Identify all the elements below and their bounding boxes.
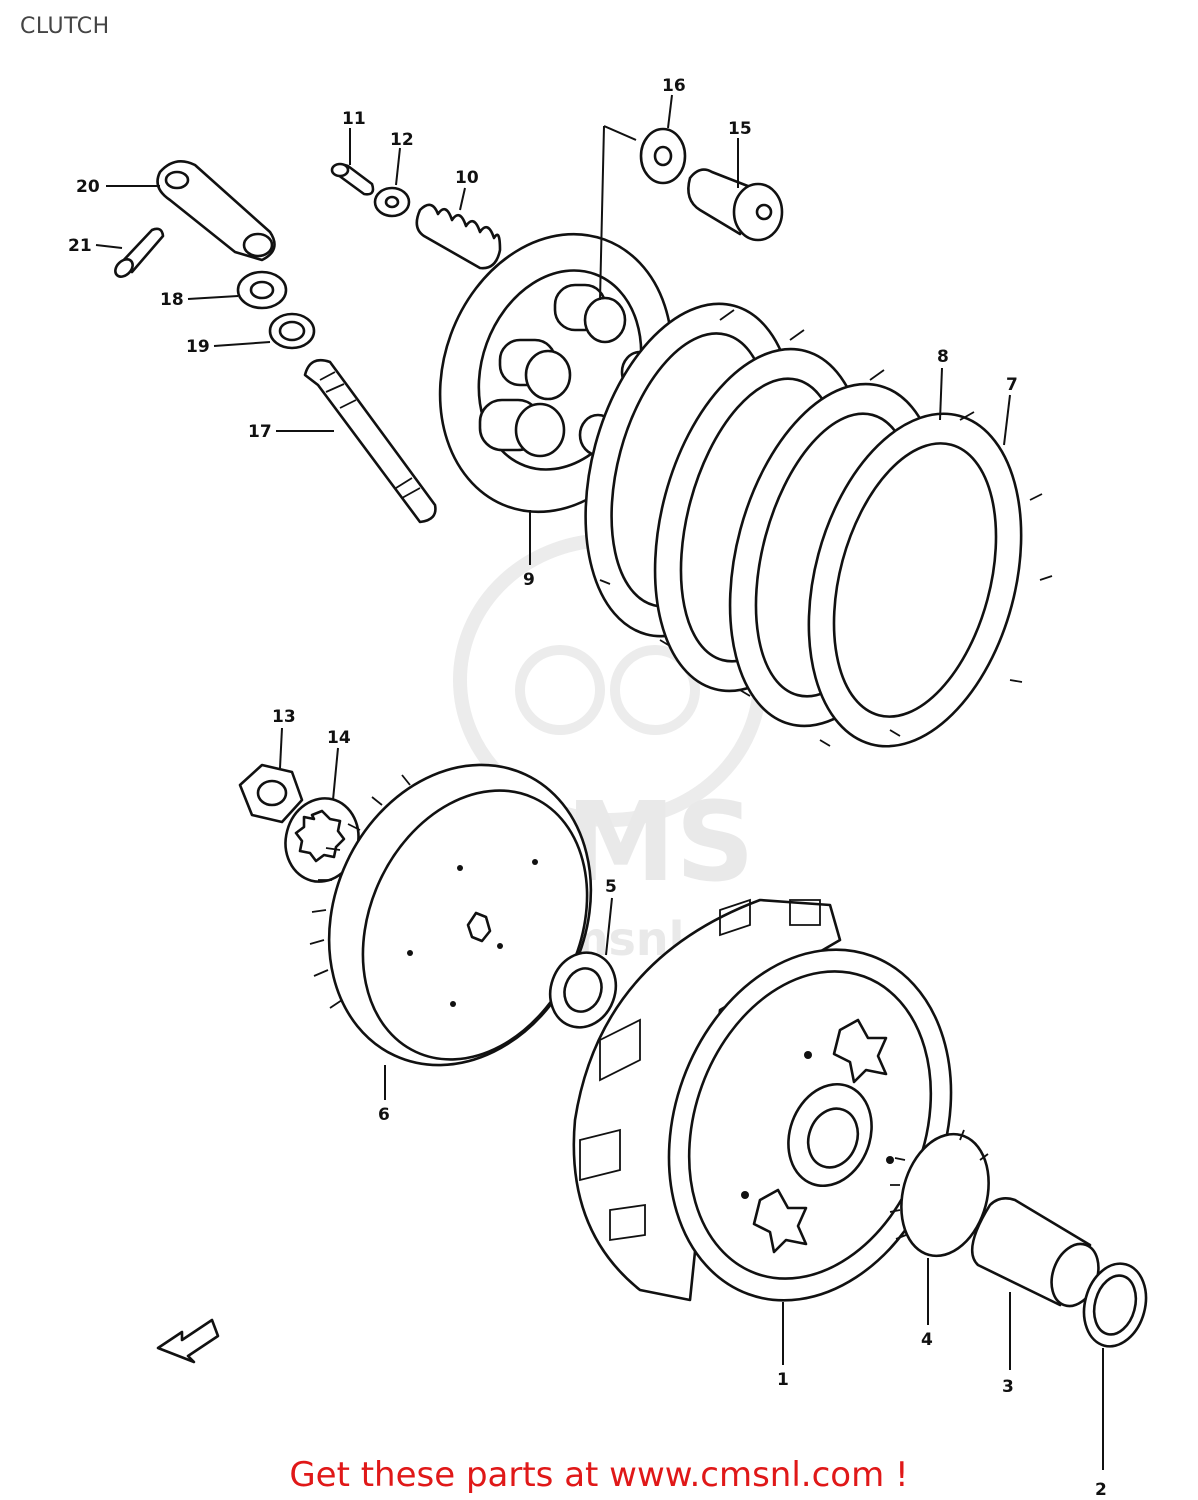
callout-7: 7 [1006, 375, 1018, 395]
part-12-washer [373, 186, 411, 218]
callout-1: 1 [777, 1370, 789, 1390]
callout-12: 12 [390, 130, 414, 150]
callout-13: 13 [272, 707, 296, 727]
part-11-bolt [330, 162, 375, 196]
part-19-ring [268, 312, 316, 350]
part-4-gear [889, 1129, 990, 1258]
direction-arrow-icon [156, 1318, 220, 1364]
callout-19: 19 [186, 337, 210, 357]
callout-9: 9 [523, 570, 535, 590]
promo-link[interactable]: Get these parts at www.cmsnl.com ! [289, 1455, 909, 1495]
callout-14: 14 [327, 728, 351, 748]
part-21-screw [114, 227, 165, 278]
part-10-spring [415, 203, 502, 270]
callout-11: 11 [342, 109, 366, 129]
callout-18: 18 [160, 290, 184, 310]
part-1-clutch-housing [572, 898, 953, 1302]
page-title: CLUTCH [20, 14, 110, 39]
callout-2: 2 [1095, 1480, 1107, 1500]
callout-15: 15 [728, 119, 752, 139]
callout-3: 3 [1002, 1377, 1014, 1397]
callout-16: 16 [662, 76, 686, 96]
part-5-washer [548, 951, 618, 1029]
callout-6: 6 [378, 1105, 390, 1125]
callout-21: 21 [68, 236, 92, 256]
part-13-nut [238, 763, 304, 824]
callout-4: 4 [921, 1330, 933, 1350]
part-6-sleeve-hub [309, 763, 593, 1067]
callout-10: 10 [455, 168, 479, 188]
part-18-nut [236, 270, 288, 310]
callout-17: 17 [248, 422, 272, 442]
leader-lines [95, 94, 1104, 1470]
part-17-push-rod [303, 358, 437, 524]
part-3-spacer [970, 1197, 1100, 1308]
part-2-washer [1082, 1262, 1148, 1348]
part-15-pin [687, 168, 784, 242]
part-20-release-arm [156, 160, 276, 262]
callouts: 1 2 3 4 5 6 7 8 9 10 11 12 13 14 15 16 1… [68, 76, 1107, 1500]
callout-5: 5 [605, 877, 617, 897]
callout-8: 8 [937, 347, 949, 367]
callout-20: 20 [76, 177, 100, 197]
part-16-washer [639, 127, 687, 185]
clutch-plates-stack [584, 302, 1053, 748]
